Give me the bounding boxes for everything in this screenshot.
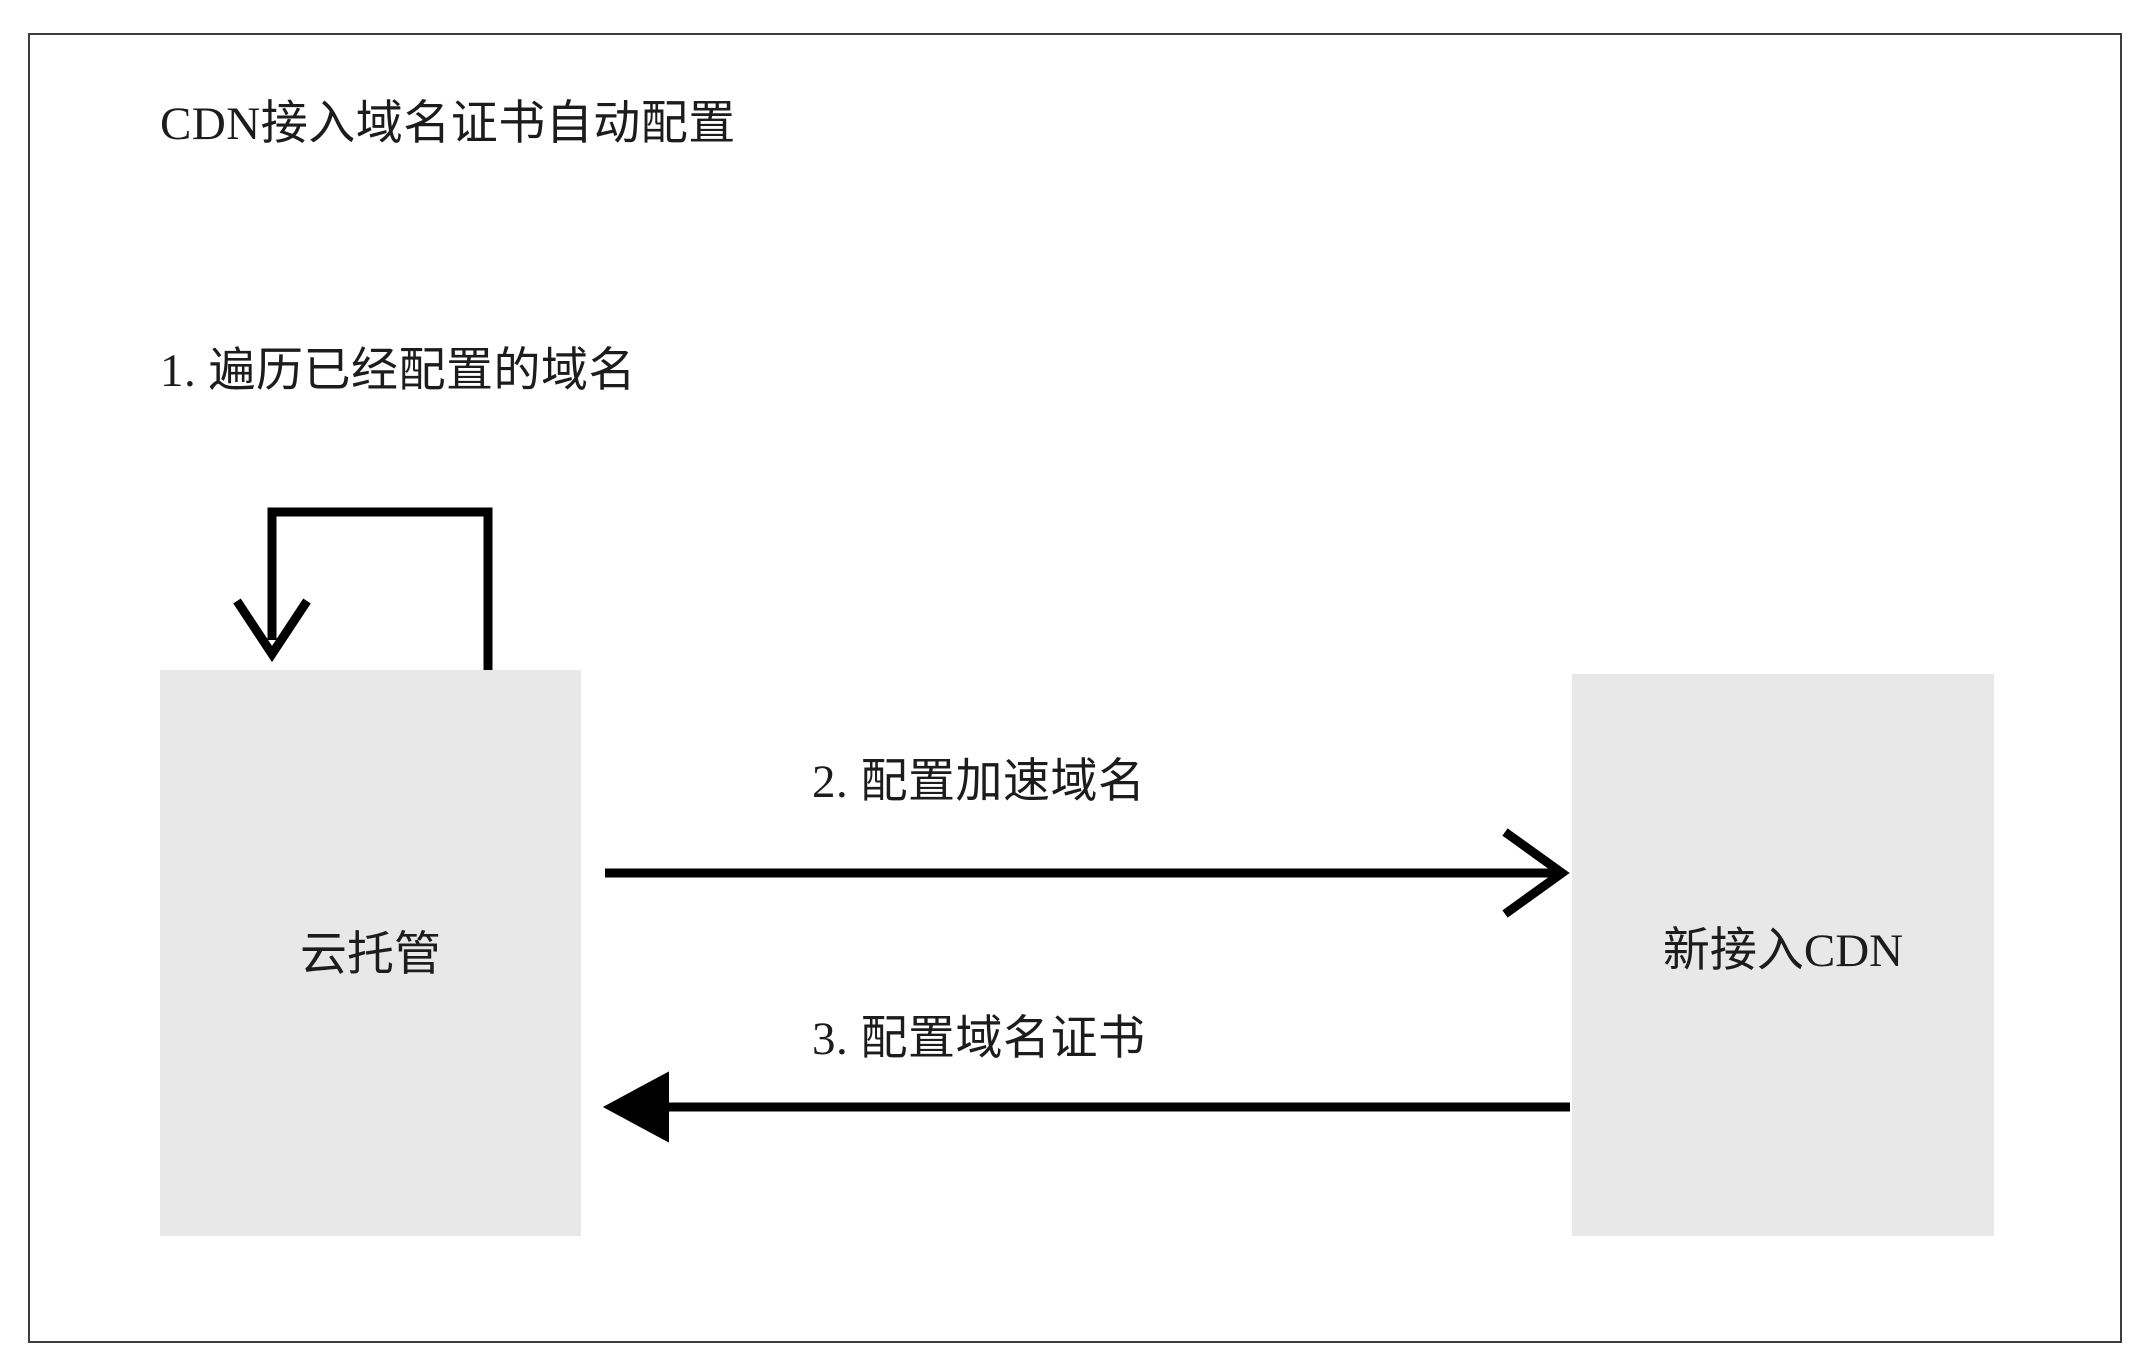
edge-configure-domain-cert [602,1071,1570,1143]
page-title: CDN接入域名证书自动配置 [160,98,736,150]
node-cloud-hosting-label: 云托管 [300,929,441,981]
step-1-label: 1. 遍历已经配置的域名 [160,345,636,397]
node-new-cdn[interactable]: 新接入CDN [1572,674,1994,1236]
edge-label-configure-domain-cert: 3. 配置域名证书 [812,1013,1146,1065]
edge-configure-accel-domain [605,828,1570,918]
edge-label-configure-accel-domain: 2. 配置加速域名 [812,756,1146,808]
node-new-cdn-label: 新接入CDN [1662,925,1904,977]
self-loop-arrow [233,507,493,670]
node-cloud-hosting[interactable]: 云托管 [160,670,581,1236]
